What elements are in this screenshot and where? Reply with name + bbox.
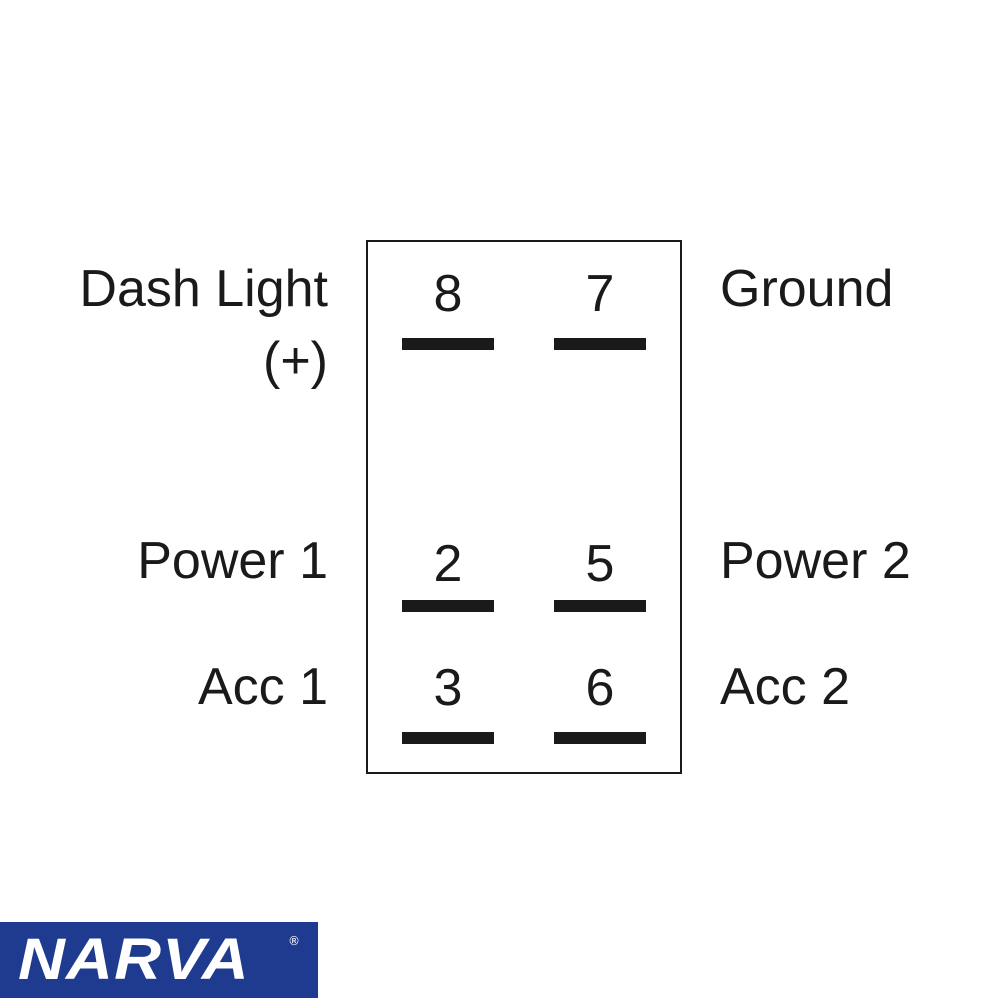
- registered-mark: ®: [288, 934, 300, 948]
- pin-3-number: 3: [433, 659, 463, 717]
- pin-2-number: 2: [433, 535, 463, 593]
- label-acc-2: Acc 2: [720, 658, 851, 716]
- label-ground: Ground: [720, 260, 894, 318]
- label-dash-light: Dash Light (+): [79, 254, 328, 398]
- pin-7-number: 7: [585, 265, 615, 323]
- label-acc-1: Acc 1: [197, 658, 328, 716]
- pin-6-number: 6: [585, 659, 615, 717]
- label-power-2: Power 2: [720, 532, 911, 590]
- label-dash-light-line2: (+): [263, 331, 328, 390]
- pin-2-terminal: [402, 600, 494, 612]
- pin-7-terminal: [554, 338, 646, 350]
- logo-wordmark: NARVA: [18, 927, 250, 992]
- pin-8-number: 8: [433, 265, 463, 323]
- pin-5-number: 5: [585, 535, 615, 593]
- pin-5-terminal: [554, 600, 646, 612]
- pin-6-terminal: [554, 732, 646, 744]
- narva-logo: NARVA ®: [0, 922, 318, 998]
- label-power-1: Power 1: [137, 532, 328, 590]
- label-dash-light-line1: Dash Light: [79, 260, 328, 318]
- pin-8-terminal: [402, 338, 494, 350]
- pin-3-terminal: [402, 732, 494, 744]
- switch-body-outline: [366, 240, 682, 774]
